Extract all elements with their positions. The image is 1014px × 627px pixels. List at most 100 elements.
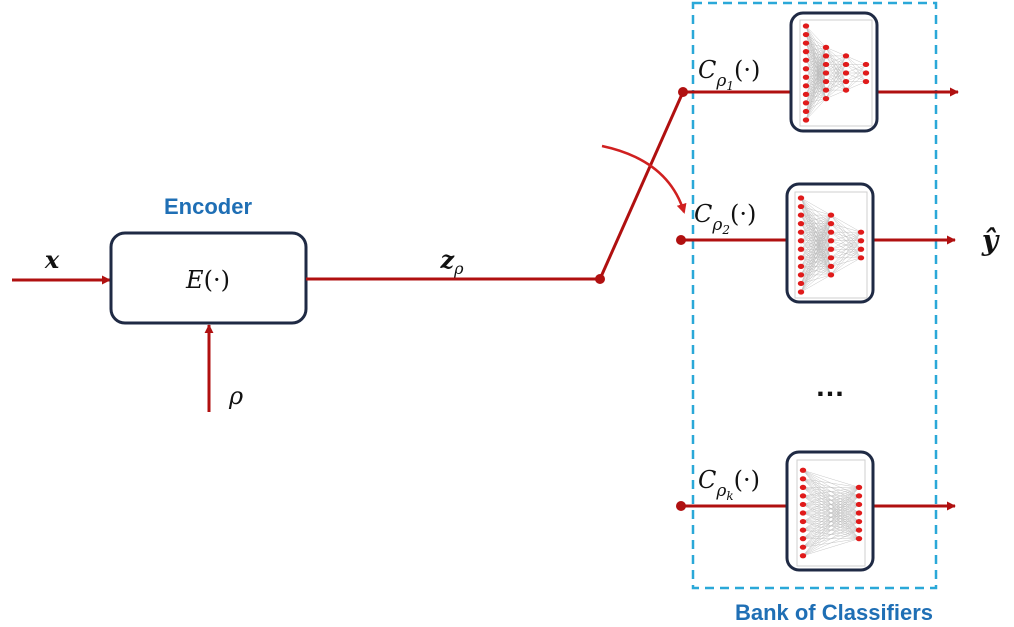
output-z-label: zρ xyxy=(439,245,464,278)
network-node xyxy=(822,78,830,85)
network-node xyxy=(857,238,865,244)
network-node xyxy=(855,536,863,542)
network-node xyxy=(797,203,805,210)
network-node xyxy=(842,70,850,76)
network-node xyxy=(862,78,870,85)
network-node xyxy=(855,527,863,533)
classifier-2-network xyxy=(794,191,868,299)
network-edge xyxy=(825,81,847,99)
network-edge xyxy=(805,25,827,48)
network-edge xyxy=(800,274,832,293)
network-node xyxy=(802,83,810,89)
network-node xyxy=(822,70,830,76)
network-node xyxy=(797,221,805,227)
network-edge xyxy=(805,47,827,121)
network-edge xyxy=(845,64,867,91)
network-node xyxy=(855,484,863,490)
network-node xyxy=(827,246,835,252)
classifier-1: Cρ1(·) xyxy=(678,11,959,133)
classifier-2: Cρ2(·) xyxy=(676,182,956,304)
network-edge xyxy=(825,64,847,99)
network-node xyxy=(855,510,863,516)
network-edge xyxy=(825,89,847,99)
network-node xyxy=(855,501,863,508)
network-node xyxy=(857,229,865,235)
network-edge xyxy=(802,529,860,556)
network-frame xyxy=(794,191,868,299)
network-node xyxy=(855,518,863,525)
network-edge xyxy=(802,487,860,505)
network-edge xyxy=(805,47,827,112)
network-edge xyxy=(805,64,827,121)
network-edge xyxy=(800,215,832,293)
network-node xyxy=(827,263,835,269)
network-edge xyxy=(805,98,827,121)
network-node xyxy=(827,238,835,244)
network-node xyxy=(799,518,807,525)
network-edge xyxy=(802,538,860,556)
network-node xyxy=(799,467,807,473)
network-edge xyxy=(845,55,867,65)
network-edge xyxy=(845,81,867,91)
network-edge xyxy=(802,512,860,556)
network-edge xyxy=(802,470,860,488)
network-edge xyxy=(800,215,832,275)
classifier-k-network xyxy=(796,459,866,567)
network-edge xyxy=(845,72,867,91)
network-edge xyxy=(805,55,827,121)
network-node xyxy=(862,70,870,76)
network-node xyxy=(799,553,807,559)
input-x-label: x xyxy=(44,245,60,274)
network-node xyxy=(855,493,863,499)
network-edge xyxy=(845,64,867,82)
network-edge xyxy=(830,232,862,276)
network-edge xyxy=(830,257,862,276)
network-node xyxy=(799,510,807,516)
network-node xyxy=(822,96,830,102)
network-node xyxy=(822,87,830,93)
network-node xyxy=(797,238,805,244)
encoder-title: Encoder xyxy=(164,194,252,219)
network-edge xyxy=(830,232,862,250)
network-node xyxy=(802,91,810,97)
network-edge xyxy=(800,240,832,293)
network-node xyxy=(802,74,810,80)
network-edge xyxy=(800,214,832,250)
network-edge xyxy=(830,232,862,267)
network-node xyxy=(862,61,870,68)
switch-rotation-arrow xyxy=(601,144,687,214)
network-node xyxy=(799,536,807,542)
network-edge xyxy=(830,214,862,233)
network-node xyxy=(842,87,850,93)
network-edge xyxy=(830,249,862,276)
network-edge xyxy=(800,215,832,284)
network-edge xyxy=(825,55,847,91)
network-node xyxy=(827,212,835,218)
network-edge xyxy=(802,487,860,522)
network-node xyxy=(797,212,805,218)
network-node xyxy=(857,246,865,252)
bank-frame xyxy=(691,1,938,590)
network-edge xyxy=(802,487,860,548)
classifier-2-label: Cρ2(·) xyxy=(694,200,756,237)
network-node xyxy=(827,272,835,278)
network-node xyxy=(802,108,810,115)
network-edge xyxy=(805,47,827,103)
network-edge xyxy=(800,214,832,241)
network-edge xyxy=(800,214,832,233)
network-node xyxy=(827,221,835,227)
network-node xyxy=(799,501,807,508)
network-node xyxy=(802,40,810,46)
network-edge xyxy=(802,495,860,556)
network-edge xyxy=(802,478,860,488)
network-edge xyxy=(802,487,860,514)
network-node xyxy=(799,544,807,550)
network-edge xyxy=(800,223,832,293)
network-frame xyxy=(799,19,873,127)
network-edge xyxy=(830,231,862,241)
network-edge xyxy=(802,487,860,556)
network-node xyxy=(857,255,865,261)
output-y-hat-label: ŷ xyxy=(981,224,1000,257)
network-node xyxy=(797,280,805,287)
